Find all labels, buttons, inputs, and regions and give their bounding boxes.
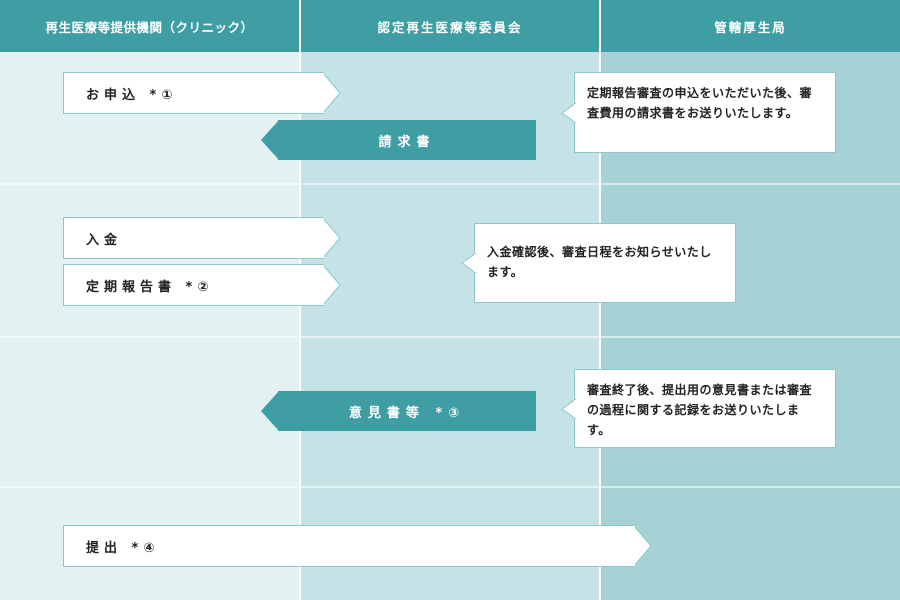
step-payment-label: 入金 [86,232,123,248]
step-submit-arrow: 提出 *④ [63,525,652,567]
step-opinion-arrow: 意見書等 *③ [261,391,536,431]
arrow-head-right-icon [322,72,341,114]
callout-tail-icon [561,398,576,419]
arrow-head-left-icon [261,391,279,431]
note-schedule: 入金確認後、審査日程をお知らせいたします。 [461,223,736,303]
header-clinic: 再生医療等提供機関（クリニック） [0,0,299,52]
row-divider [0,486,900,488]
header-bureau: 管轄厚生局 [601,0,900,52]
note-invoice-text: 定期報告審査の申込をいただいた後、審査費用の請求書をお送りいたします。 [587,86,813,120]
step-report-label: 定期報告書 *② [86,279,214,295]
step-invoice-label: 請求書 [378,134,436,150]
step-opinion-label: 意見書等 *③ [348,405,466,421]
header-committee: 認定再生医療等委員会 [301,0,599,52]
callout-tail-icon [461,253,476,273]
arrow-head-right-icon [322,264,341,306]
step-payment-arrow: 入金 [63,217,341,259]
note-invoice: 定期報告審査の申込をいただいた後、審査費用の請求書をお送りいたします。 [561,72,836,153]
step-report-arrow: 定期報告書 *② [63,264,341,306]
step-submit-label: 提出 *④ [86,540,160,556]
step-invoice-arrow: 請求書 [261,120,536,160]
row-divider [0,183,900,185]
step-apply-label: お申込 *① [86,87,178,103]
arrow-head-right-icon [633,525,652,567]
note-opinion: 審査終了後、提出用の意見書または審査の過程に関する記録をお送りいたします。 [561,369,836,448]
callout-tail-icon [561,102,576,123]
step-apply-arrow: お申込 *① [63,72,341,114]
row-divider [0,336,900,338]
arrow-head-left-icon [261,120,279,160]
note-schedule-text: 入金確認後、審査日程をお知らせいたします。 [487,245,712,279]
arrow-head-right-icon [322,217,341,259]
note-opinion-text: 審査終了後、提出用の意見書または審査の過程に関する記録をお送りいたします。 [587,383,813,437]
